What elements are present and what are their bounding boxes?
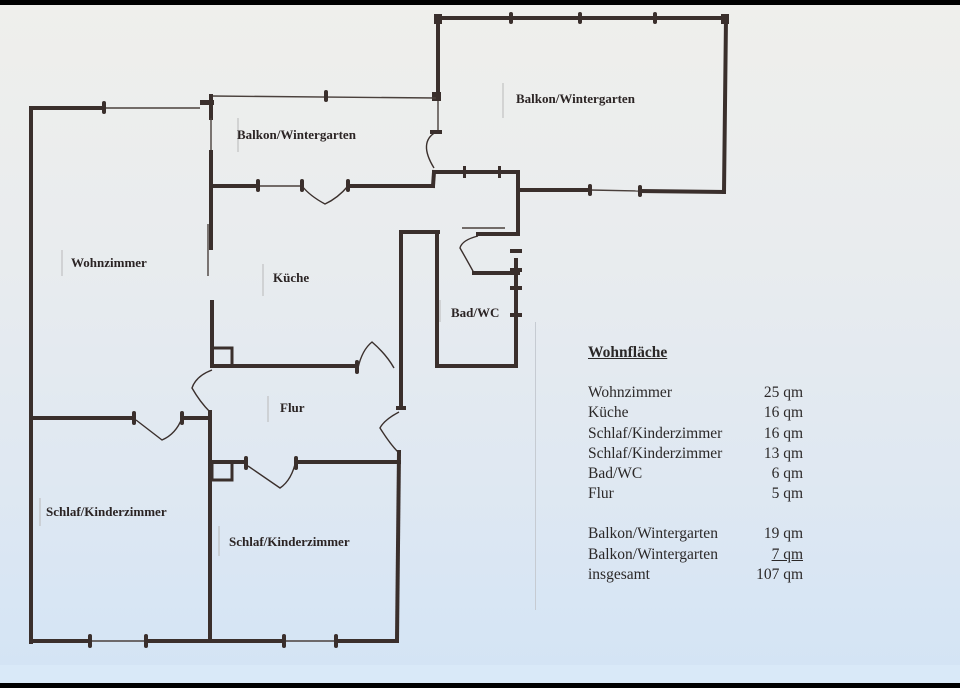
legend-total-label: insgesamt bbox=[588, 565, 650, 583]
legend-room: Schlaf/Kinderzimmer bbox=[588, 424, 723, 442]
legend-area: 7 qm bbox=[771, 545, 803, 563]
legend-room: Küche bbox=[588, 404, 629, 422]
legend-row: Balkon/Wintergarten 19 qm bbox=[588, 524, 803, 544]
legend-room: Wohnzimmer bbox=[588, 384, 672, 402]
room-label-bad: Bad/WC bbox=[451, 305, 500, 320]
legend-row: Bad/WC 6 qm bbox=[588, 464, 803, 484]
flur-walls bbox=[191, 369, 406, 643]
legend-spacer bbox=[588, 504, 803, 524]
legend-total-row: insgesamt 107 qm bbox=[588, 565, 803, 585]
room-label-balkon-small: Balkon/Wintergarten bbox=[237, 127, 356, 142]
kueche-walls bbox=[210, 230, 440, 410]
legend-room: Balkon/Wintergarten bbox=[588, 545, 718, 563]
legend-room: Bad/WC bbox=[588, 465, 643, 483]
paper-edge bbox=[0, 665, 960, 683]
legend-row: Küche 16 qm bbox=[588, 403, 803, 423]
bad-walls bbox=[435, 170, 522, 368]
legend-divider bbox=[535, 322, 536, 610]
legend-row: Schlaf/Kinderzimmer 13 qm bbox=[588, 444, 803, 464]
bottom-outer-wall bbox=[29, 634, 399, 648]
legend-row: Balkon/Wintergarten 7 qm bbox=[588, 545, 803, 565]
legend-area: 16 qm bbox=[763, 424, 803, 442]
legend-title: Wohnfläche bbox=[588, 344, 668, 361]
wohnzimmer-walls bbox=[29, 101, 209, 644]
legend-area: 25 qm bbox=[763, 384, 803, 402]
floor-plan-paper bbox=[0, 5, 960, 683]
legend-area: 5 qm bbox=[771, 485, 803, 503]
schlaf-left-walls bbox=[29, 411, 212, 441]
room-label-schlaf-left: Schlaf/Kinderzimmer bbox=[46, 504, 167, 519]
balkon-small-walls bbox=[200, 90, 520, 250]
room-label-flur: Flur bbox=[280, 400, 305, 415]
legend-area: 6 qm bbox=[771, 465, 803, 483]
room-label-wohnzimmer: Wohnzimmer bbox=[71, 255, 147, 270]
room-label-kueche: Küche bbox=[273, 270, 310, 285]
room-label-balkon-large: Balkon/Wintergarten bbox=[516, 91, 635, 106]
legend-room: Schlaf/Kinderzimmer bbox=[588, 444, 723, 462]
legend-area: 16 qm bbox=[763, 404, 803, 422]
balkon-large-walls bbox=[430, 12, 729, 197]
legend-total-area: 107 qm bbox=[756, 565, 803, 583]
legend-room: Flur bbox=[588, 485, 614, 503]
legend-area: 13 qm bbox=[763, 444, 803, 462]
area-legend: Wohnfläche Wohnzimmer 25 qm Küche 16 qm … bbox=[588, 343, 803, 585]
legend-row: Flur 5 qm bbox=[588, 484, 803, 504]
legend-row: Schlaf/Kinderzimmer 16 qm bbox=[588, 424, 803, 444]
room-label-schlaf-right: Schlaf/Kinderzimmer bbox=[229, 534, 350, 549]
legend-room: Balkon/Wintergarten bbox=[588, 525, 718, 543]
legend-area: 19 qm bbox=[763, 525, 803, 543]
legend-row: Wohnzimmer 25 qm bbox=[588, 383, 803, 403]
